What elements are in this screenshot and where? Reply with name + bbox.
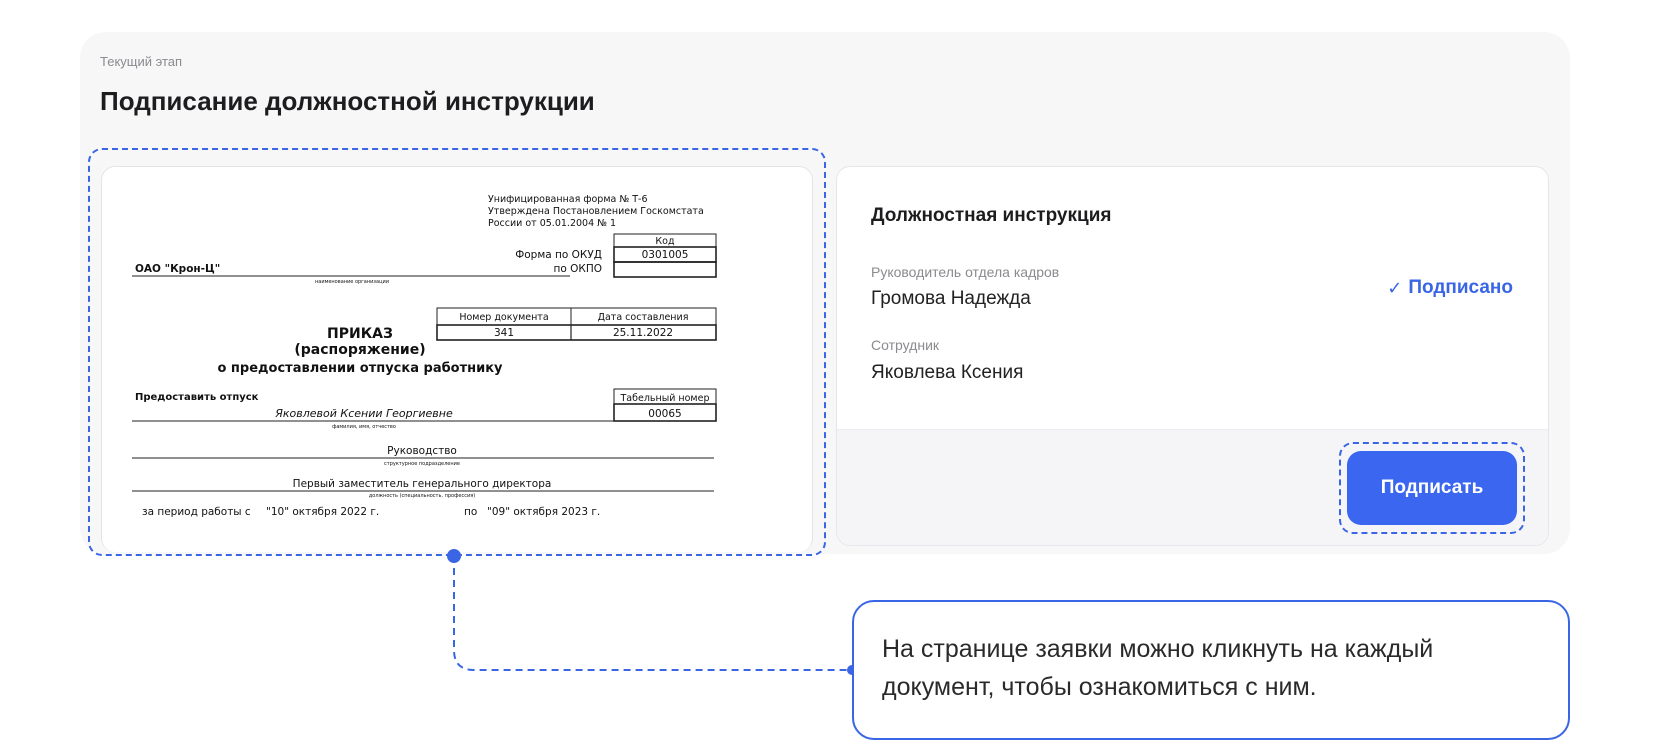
doc-number-header: Номер документа: [459, 312, 548, 323]
form-header-line-2: Утверждена Постановлением Госкомстата: [488, 206, 704, 217]
document-preview-highlight: [88, 148, 826, 556]
status-badge: ✓ Подписано: [1387, 277, 1513, 299]
department: Руководство: [387, 445, 457, 457]
personnel-number: 00065: [648, 408, 681, 420]
sign-button[interactable]: Подписать: [1347, 451, 1517, 525]
stage-title: Подписание должностной инструкции: [100, 86, 595, 116]
department-caption: структурное подразделение: [384, 461, 460, 467]
period-to-prefix: по: [464, 506, 477, 518]
personnel-number-header: Табельный номер: [620, 393, 710, 404]
signer-role-hr: Руководитель отдела кадров: [871, 264, 1060, 280]
hint-text: На странице заявки можно кликнуть на каж…: [882, 635, 1434, 701]
organization-name: ОАО "Крон-Ц": [135, 263, 220, 275]
check-icon: ✓: [1387, 277, 1403, 298]
doc-date-header: Дата составления: [598, 312, 689, 323]
doc-date: 25.11.2022: [613, 327, 673, 339]
position: Первый заместитель генерального директор…: [293, 478, 552, 490]
period-from: "10" октября 2022 г.: [266, 506, 379, 518]
order-title: ПРИКАЗ: [327, 326, 393, 342]
name-caption: фамилия, имя, отчество: [332, 424, 396, 430]
order-subject: о предоставлении отпуска работнику: [217, 361, 503, 376]
position-caption: должность (специальность, профессия): [369, 493, 475, 499]
okpo-label: по ОКПО: [553, 263, 602, 275]
organization-caption: наименование организации: [315, 279, 389, 285]
panel-title: Должностная инструкция: [871, 205, 1112, 226]
code-header: Код: [655, 236, 675, 247]
panel-footer: Подписать: [837, 429, 1548, 545]
order-subtitle: (распоряжение): [294, 342, 425, 358]
okud-label: Форма по ОКУД: [515, 249, 602, 261]
grant-label: Предоставить отпуск: [135, 392, 259, 403]
signer-role-employee: Сотрудник: [871, 337, 940, 353]
signer-name-hr: Громова Надежда: [871, 288, 1031, 309]
sign-button-highlight: [1339, 442, 1525, 534]
stage-label: Текущий этап: [100, 54, 183, 69]
signer-name-employee: Яковлева Ксения: [871, 362, 1024, 383]
period-prefix: за период работы с: [142, 506, 251, 518]
signing-panel: Должностная инструкция Руководитель отде…: [836, 166, 1549, 546]
doc-number: 341: [494, 327, 514, 339]
hint-tooltip: На странице заявки можно кликнуть на каж…: [852, 600, 1570, 740]
employee-name: Яковлевой Ксении Георгиевне: [274, 407, 453, 420]
period-to: "09" октября 2023 г.: [487, 506, 600, 518]
form-header-line-1: Унифицированная форма № Т-6: [488, 194, 648, 205]
okud-code: 0301005: [642, 249, 689, 261]
signed-status-label: Подписано: [1408, 277, 1513, 298]
form-header-line-3: России от 05.01.2004 № 1: [488, 218, 616, 229]
document-preview[interactable]: Унифицированная форма № Т-6 Утверждена П…: [101, 166, 813, 552]
